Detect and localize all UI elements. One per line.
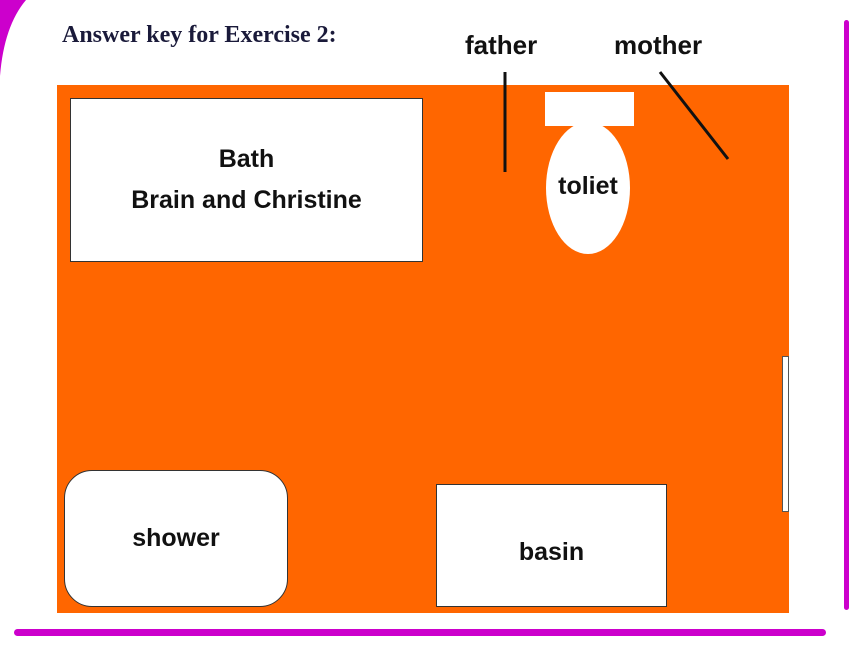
page-title: Answer key for Exercise 2: <box>62 22 337 48</box>
mother-pointer-line <box>658 71 730 160</box>
bath-label: Bath <box>218 145 275 173</box>
bath-occupants-label: Brain and Christine <box>131 186 362 214</box>
toilet-fixture: toliet <box>546 122 630 254</box>
shower-fixture: shower <box>64 470 288 607</box>
toilet-label: toliet <box>558 171 618 200</box>
basin-label: basin <box>518 538 585 566</box>
shower-label: shower <box>132 524 220 552</box>
bottom-border-rule <box>14 629 826 636</box>
toilet-cistern <box>545 92 634 126</box>
corner-swoosh-decoration <box>0 0 26 76</box>
mother-label: mother <box>614 30 703 60</box>
door <box>782 356 789 512</box>
father-label: father <box>465 30 538 60</box>
basin-fixture: basin <box>436 484 667 607</box>
bath-fixture: Bath Brain and Christine <box>70 98 423 262</box>
right-border-rule <box>844 20 849 610</box>
